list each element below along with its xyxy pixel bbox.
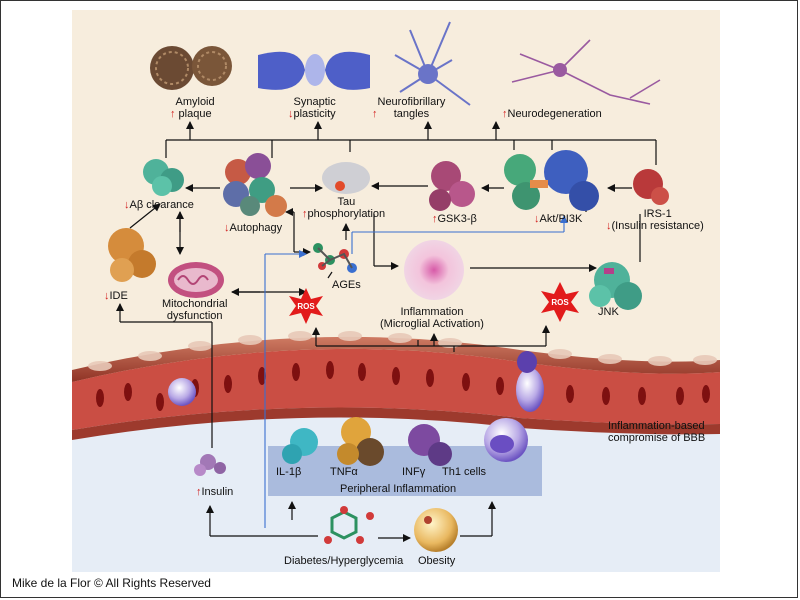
copyright-credit: Mike de la Flor © All Rights Reserved (12, 576, 211, 590)
glucose-molecule-icon (324, 506, 374, 544)
ages-molecule-icon (313, 243, 357, 273)
gsk3b-protein-icon (429, 161, 475, 211)
synapse-icon (258, 51, 370, 90)
label-tau-phosphorylation: ↑Tau phosphorylation (302, 196, 386, 220)
ros-star-icon: ROS (289, 288, 323, 324)
label-gsk3b: ↑GSK3-β (432, 213, 477, 225)
label-mitochondrial-dysfunction: Mitochondrial dysfunction (162, 298, 228, 322)
infg-protein-icon (408, 424, 452, 466)
label-akt-pi3k: ↓Akt/PI3K (534, 213, 583, 225)
ros-star-icon: ROS (541, 282, 579, 322)
neurodegeneration-neuron-icon (511, 39, 661, 105)
il1b-protein-icon (282, 428, 318, 464)
label-irs1: ↓IRS-1 (Insulin resistance) (606, 208, 704, 232)
label-peripheral-inflammation: Peripheral Inflammation (340, 483, 457, 495)
label-th1-cells: Th1 cells (442, 466, 487, 478)
immune-cell-icon (168, 378, 196, 406)
label-insulin: ↑Insulin (196, 486, 234, 498)
label-il1b: IL-1β (276, 466, 302, 478)
akt-pi3k-protein-icon (504, 150, 599, 211)
neuron-icon (394, 21, 471, 106)
th1-cell-icon (484, 418, 528, 462)
irs1-protein-icon (633, 169, 669, 205)
label-autophagy: ↓Autophagy (224, 222, 283, 234)
label-tnfa: TNFα (330, 466, 358, 478)
label-synaptic-plasticity: ↓Synaptic plasticity (288, 96, 336, 120)
label-abeta-clearance: ↓Aβ clearance (124, 199, 194, 211)
label-obesity: Obesity (418, 555, 456, 567)
label-neurofibrillary-tangles: ↑Neurofibrillary tangles (372, 96, 446, 120)
label-neurodegeneration: ↑Neurodegeneration (502, 108, 602, 120)
abeta-protein-icon (143, 159, 184, 196)
insulin-protein-icon (194, 454, 226, 476)
label-bbb: Inflammation-based compromise of BBB (608, 420, 706, 444)
tnfa-protein-icon (337, 417, 384, 466)
mitochondrion-icon (168, 262, 224, 298)
adipocyte-icon (414, 508, 458, 552)
blue-arrow (264, 215, 568, 528)
label-jnk: JNK (598, 306, 619, 318)
tau-protein-icon (322, 162, 370, 194)
arrows (116, 121, 657, 542)
label-ages: AGEs (332, 279, 361, 291)
label-inflammation: Inflammation (Microglial Activation) (380, 306, 484, 330)
autophagy-complex-icon (223, 153, 287, 217)
jnk-protein-icon (589, 262, 642, 310)
label-infg: INFγ (402, 466, 426, 478)
microglia-icon (404, 240, 464, 300)
ros-label: ROS (551, 298, 569, 307)
amyloid-plaque-icon (150, 46, 232, 90)
label-ide: ↓IDE (104, 290, 128, 302)
ros-label: ROS (297, 302, 315, 311)
migrating-cell-icon (516, 351, 544, 412)
ide-protein-icon (108, 228, 156, 282)
label-diabetes: Diabetes/Hyperglycemia (284, 555, 404, 567)
label-amyloid-plaque: ↑Amyloid plaque (170, 96, 215, 120)
